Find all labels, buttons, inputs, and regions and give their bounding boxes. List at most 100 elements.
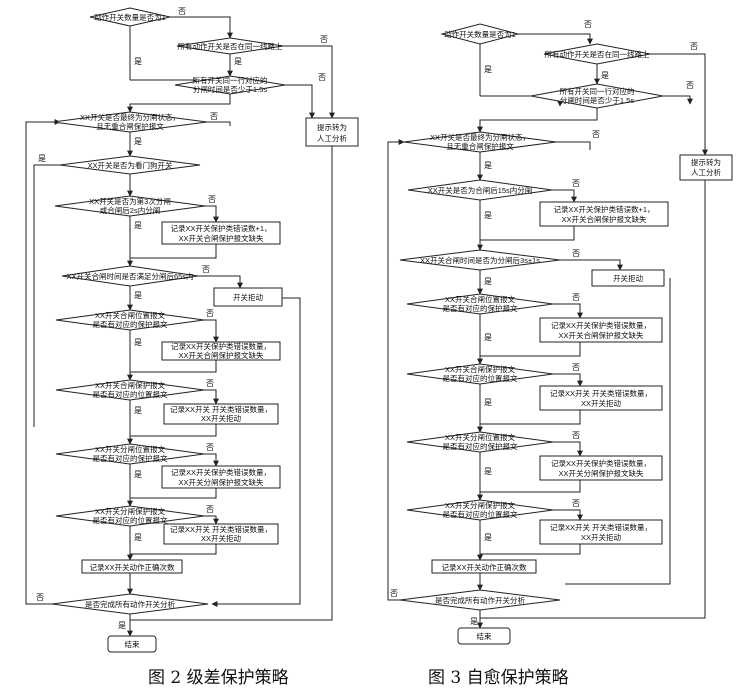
svg-text:人工分析: 人工分析	[317, 133, 347, 143]
d2-node-done: 是否完成所有动作开关分析	[51, 593, 209, 615]
svg-text:记录XX开关保护类错误数量，: 记录XX开关保护类错误数量，	[551, 458, 651, 468]
d3-node-closepos: XX开关合闸位置报文 是否有对应的保护报文	[406, 293, 554, 315]
d2-node-time1: 所有开关同一行对应的 分闸时间是否少于1.5s	[174, 75, 286, 95]
d3-label-yes-2: 是	[601, 71, 609, 80]
svg-text:记录XX开关 开关类错误数量，: 记录XX开关 开关类错误数量，	[170, 404, 272, 414]
d3-node-time1: 所有开关同一行对应的 分闸时间是否少于1.5s	[530, 83, 664, 109]
svg-text:且无重合闸保护报文: 且无重合闸保护报文	[446, 141, 514, 151]
svg-text:XX开关是否为第3次分闸: XX开关是否为第3次分闸	[89, 196, 171, 206]
diagram-3: 否 是 否 是 否 否 是 否 是 否 是 否 是 否 是 否 是 否 是 否 …	[387, 20, 733, 645]
d2-label-no-2: 否	[320, 35, 328, 44]
d2-label-no-7: 否	[206, 309, 214, 318]
d2-label-no-6: 否	[202, 265, 210, 274]
d3-label-no-1: 否	[584, 20, 592, 29]
diagram-2-edge-labels: 否 是 否 是 否 否 是 是 否 是 否 是 否 是 否 是 否 是 否 是 …	[36, 7, 328, 630]
svg-text:记录XX开关保护类错误数+1，: 记录XX开关保护类错误数+1，	[553, 204, 654, 214]
svg-text:或合闸后2s内分闸: 或合闸后2s内分闸	[100, 205, 160, 215]
d2-label-no-4: 否	[210, 112, 218, 121]
d3-label-no-10: 否	[572, 499, 580, 508]
svg-text:XX开关合闸保护报文缺失: XX开关合闸保护报文缺失	[178, 350, 264, 360]
d2-node-closeprot: XX开关合闸保护报文 是否有对应的位置报文	[55, 379, 205, 401]
caption-figure-3: 图 3 自愈保护策略	[428, 668, 569, 688]
svg-text:是否有对应的位置报文: 是否有对应的位置报文	[93, 389, 168, 399]
d2-label-yes-8: 是	[134, 406, 142, 415]
d2-label-yes-1: 是	[134, 57, 142, 66]
d2-node-end: 结束	[107, 635, 157, 653]
svg-text:是否完成所有动作开关分析: 是否完成所有动作开关分析	[85, 599, 175, 609]
diagram-3-edge-labels: 否 是 否 是 否 否 是 否 是 否 是 否 是 否 是 否 是 否 是 否 …	[390, 20, 698, 626]
svg-text:动作开关数量是否为1: 动作开关数量是否为1	[444, 29, 516, 39]
d2-node-openpos: XX开关分闸位置报文 是否有对应的保护报文	[55, 443, 205, 465]
d3-label-yes-3: 是	[484, 161, 492, 170]
d3-label-yes-10: 是	[470, 617, 478, 626]
svg-text:所有开关同一行对应的: 所有开关同一行对应的	[193, 75, 268, 85]
d2-label-yes-10: 是	[134, 533, 142, 542]
svg-text:XX开关合闸保护报文: XX开关合闸保护报文	[95, 380, 166, 390]
svg-text:提示转为: 提示转为	[691, 157, 721, 167]
svg-text:XX开关合闸位置报文: XX开关合闸位置报文	[95, 310, 166, 320]
d2-label-yes-4: 是	[38, 154, 46, 163]
svg-text:记录XX开关 开关类错误数量，: 记录XX开关 开关类错误数量，	[170, 524, 272, 534]
svg-text:结束: 结束	[477, 631, 492, 641]
d3-node-rec3: 记录XX开关 开关类错误数量， XX开关拒动	[539, 385, 663, 411]
d2-node-rec3: 记录XX开关 开关类错误数量， XX开关拒动	[163, 403, 279, 425]
svg-text:XX开关拒动: XX开关拒动	[201, 413, 242, 423]
svg-text:XX开关拒动: XX开关拒动	[581, 398, 622, 408]
svg-text:开关拒动: 开关拒动	[613, 273, 643, 283]
d3-node-refuse: 开关拒动	[591, 269, 665, 287]
d3-label-no-11: 否	[390, 589, 398, 598]
d2-label-no-3: 否	[318, 73, 326, 82]
svg-text:是否有对应的位置报文: 是否有对应的位置报文	[443, 373, 518, 383]
svg-text:分闸时间是否少于1.5s: 分闸时间是否少于1.5s	[193, 84, 267, 94]
svg-text:所有开关同一行对应的: 所有开关同一行对应的	[560, 86, 635, 96]
d2-label-yes-9: 是	[134, 470, 142, 479]
d2-node-time65: XX开关合闸时间是否满足分闸后65s内	[61, 265, 199, 287]
svg-text:记录XX开关动作正确次数: 记录XX开关动作正确次数	[441, 562, 527, 572]
d3-node-rec1: 记录XX开关保护类错误数+1， XX开关合闸保护报文缺失	[539, 201, 669, 227]
svg-text:XX开关分闸位置报文: XX开关分闸位置报文	[95, 444, 166, 454]
svg-text:所有动作开关是否在同一线路上: 所有动作开关是否在同一线路上	[545, 49, 650, 59]
svg-text:结束: 结束	[125, 639, 140, 649]
d3-node-correct: 记录XX开关动作正确次数	[431, 559, 537, 574]
svg-text:是否有对应的保护报文: 是否有对应的保护报文	[93, 319, 168, 329]
d2-label-yes-3: 是	[134, 137, 142, 146]
svg-text:XX开关是否为合闸后15s内分闸: XX开关是否为合闸后15s内分闸	[428, 185, 533, 195]
svg-text:XX开关分闸保护报文缺失: XX开关分闸保护报文缺失	[178, 477, 264, 487]
d3-label-no-6: 否	[572, 249, 580, 258]
svg-text:动作开关数量是否为1: 动作开关数量是否为1	[94, 12, 166, 22]
d2-node-start: 动作开关数量是否为1	[89, 7, 171, 27]
diagram-2: 否 是 否 是 否 否 是 是 否 是 否 是 否 是 否 是 否 是 否 是 …	[25, 7, 359, 653]
svg-text:XX开关分闸保护报文: XX开关分闸保护报文	[95, 506, 166, 516]
d3-node-final: XX开关是否最终为分闸状态， 且无重合闸保护报文	[403, 131, 557, 153]
d2-label-no-10: 否	[206, 505, 214, 514]
d2-label-yes-6: 是	[134, 291, 142, 300]
d2-label-yes-2: 是	[234, 57, 242, 66]
d3-label-yes-8: 是	[484, 467, 492, 476]
svg-text:是否有对应的保护报文: 是否有对应的保护报文	[443, 303, 518, 313]
d3-label-no-7: 否	[572, 293, 580, 302]
svg-text:是否有对应的保护报文: 是否有对应的保护报文	[93, 453, 168, 463]
svg-text:XX开关是否最终为分闸状态，: XX开关是否最终为分闸状态，	[80, 112, 180, 122]
svg-text:记录XX开关 开关类错误数量，: 记录XX开关 开关类错误数量，	[550, 388, 652, 398]
svg-text:记录XX开关保护类错误数量，: 记录XX开关保护类错误数量，	[551, 320, 651, 330]
d3-label-yes-1: 是	[484, 65, 492, 74]
d3-node-rec2: 记录XX开关保护类错误数量， XX开关合闸保护报文缺失	[539, 317, 663, 343]
svg-text:记录XX开关 开关类错误数量，: 记录XX开关 开关类错误数量，	[550, 522, 652, 532]
d3-node-sameline: 所有动作开关是否在同一线路上	[543, 43, 651, 65]
svg-text:XX开关拒动: XX开关拒动	[201, 533, 242, 543]
d2-node-refuse: 开关拒动	[213, 287, 283, 307]
svg-text:XX开关合闸保护报文缺失: XX开关合闸保护报文缺失	[178, 233, 264, 243]
svg-text:所有动作开关是否在同一线路上: 所有动作开关是否在同一线路上	[178, 41, 283, 51]
caption-figure-2: 图 2 级差保护策略	[148, 668, 289, 688]
d3-node-end: 结束	[457, 627, 511, 645]
svg-text:记录XX开关保护类错误数量，: 记录XX开关保护类错误数量，	[171, 341, 271, 351]
d2-node-door: XX开关是否为看门狗开关	[59, 155, 201, 175]
svg-text:人工分析: 人工分析	[691, 167, 721, 177]
d2-node-sameline: 所有动作开关是否在同一线路上	[176, 37, 284, 55]
d3-node-start: 动作开关数量是否为1	[440, 23, 520, 45]
d3-node-done: 是否完成所有动作开关分析	[399, 589, 561, 611]
d2-node-second: XX开关是否为第3次分闸 或合闸后2s内分闸	[54, 195, 206, 217]
d2-label-yes-5: 是	[134, 221, 142, 230]
d3-node-openpos: XX开关分闸位置报文 是否有对应的保护报文	[406, 431, 554, 453]
